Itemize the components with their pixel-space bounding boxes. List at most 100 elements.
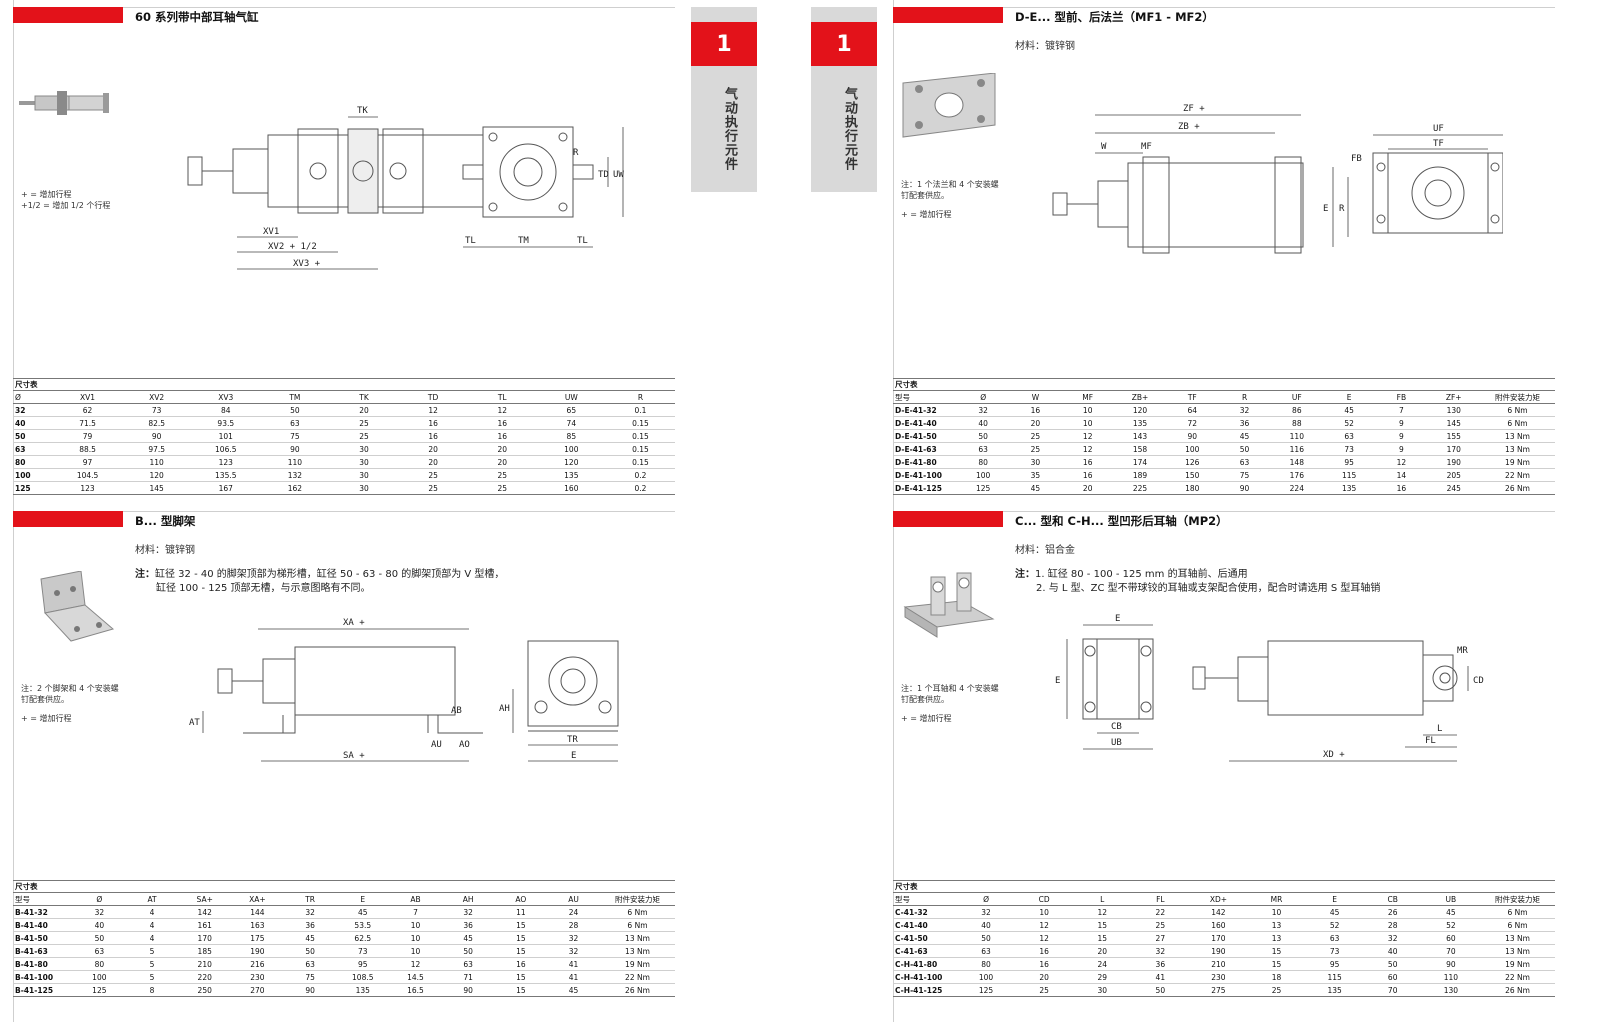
chapter-tab-right[interactable]: 1 气动执行元件 xyxy=(811,7,877,192)
table-cell: 0.2 xyxy=(605,468,675,482)
foot-mount-section: B... 型脚架 材料：镀锌钢 注：缸径 32 - 40 的脚架顶部为梯形槽，缸… xyxy=(13,511,675,1001)
table-cell: 110 xyxy=(1421,970,1480,984)
section-marker xyxy=(893,7,1003,23)
table-cell: 20 xyxy=(398,442,468,456)
table-cell: 108.5 xyxy=(336,970,390,984)
flange-photo xyxy=(902,73,996,138)
trunnion-cylinder-section: 60 系列带中部耳轴气缸 + = 增加行程 +1/2 = 增加 1/2 个行程 xyxy=(13,7,675,497)
table-cell: 63 xyxy=(1218,455,1271,469)
table-cell: 50 xyxy=(73,931,126,945)
table-cell: 0.15 xyxy=(605,455,675,469)
table-cell: 10 xyxy=(1247,905,1306,919)
side-note-2: + = 增加行程 xyxy=(901,210,952,219)
table-cell: 50 xyxy=(957,931,1016,945)
table-cell: 53.5 xyxy=(336,918,390,932)
label-cd: CD xyxy=(1473,676,1484,686)
section-marker xyxy=(13,7,123,23)
table-cell: 22 Nm xyxy=(1479,970,1555,984)
table-cell: 75 xyxy=(260,429,330,443)
table-cell: 142 xyxy=(178,905,232,919)
table-cell: D-E-41-125 xyxy=(893,481,957,495)
table-cell: 63 xyxy=(283,957,337,971)
table-cell: 5 xyxy=(125,970,179,984)
chapter-tab-left[interactable]: 1 气动执行元件 xyxy=(691,7,757,192)
table-cell: 25 xyxy=(467,481,537,495)
table-cell: 45 xyxy=(1421,905,1480,919)
table-cell: 25 xyxy=(1009,429,1062,443)
table-cell: 13 Nm xyxy=(1479,944,1555,958)
table-cell: 40 xyxy=(957,918,1016,932)
section-title: D-E... 型前、后法兰（MF1 - MF2） xyxy=(1015,10,1214,24)
table-cell: 230 xyxy=(231,970,284,984)
table-caption: 尺寸表 xyxy=(893,880,1555,893)
table-cell: 125 xyxy=(73,983,126,997)
table-cell: 62.5 xyxy=(336,931,390,945)
label-ao: AO xyxy=(459,740,470,750)
table-cell: C-41-50 xyxy=(893,931,957,945)
table-cell: 10 xyxy=(1061,416,1114,430)
table-cell: 15 xyxy=(494,970,548,984)
table-cell: 20 xyxy=(329,403,399,417)
table-cell: 110 xyxy=(1270,429,1323,443)
section-title: C... 型和 C-H... 型凹形后耳轴（MP2） xyxy=(1015,514,1228,528)
table-caption: 尺寸表 xyxy=(13,880,675,893)
table-cell: 20 xyxy=(467,455,537,469)
note-line-2: 2. 与 L 型、ZC 型不带球铰的耳轴或支架配合使用，配合时请选用 S 型耳轴… xyxy=(1036,583,1381,594)
table-cell: 6 Nm xyxy=(599,918,675,932)
table-cell: 32 xyxy=(957,905,1016,919)
label-xa: XA + xyxy=(343,618,365,628)
table-cell: B-41-125 xyxy=(13,983,73,997)
table-cell: 19 Nm xyxy=(1479,957,1555,971)
table-cell: 32 xyxy=(957,403,1010,417)
table-cell: 162 xyxy=(260,481,330,495)
table-cell: 16 xyxy=(1015,944,1074,958)
label-l: L xyxy=(1437,724,1442,734)
table-cell: 73 xyxy=(122,403,192,417)
table-cell: 45 xyxy=(1322,403,1376,417)
table-cell: 95 xyxy=(1322,455,1376,469)
table-cell: 15 xyxy=(494,931,548,945)
table-cell: 144 xyxy=(231,905,284,919)
table-cell: 16 xyxy=(1009,403,1062,417)
table-cell: 104.5 xyxy=(53,468,123,482)
table-cell: 25 xyxy=(329,429,399,443)
table-cell: 115 xyxy=(1322,468,1376,482)
table-cell: 80 xyxy=(73,957,126,971)
table-cell: 13 Nm xyxy=(599,931,675,945)
table-cell: D-E-41-50 xyxy=(893,429,957,443)
table-cell: 170 xyxy=(1427,442,1480,456)
table-cell: 25 xyxy=(1131,918,1190,932)
table-cell: 82.5 xyxy=(122,416,192,430)
chapter-label: 气动执行元件 xyxy=(722,87,737,171)
table-cell: 90 xyxy=(122,429,192,443)
table-cell: 16.5 xyxy=(389,983,442,997)
table-cell: 16 xyxy=(1015,957,1074,971)
table-cell: 155 xyxy=(1427,429,1480,443)
table-cell: 10 xyxy=(389,944,442,958)
table-cell: C-41-63 xyxy=(893,944,957,958)
label-zf: ZF + xyxy=(1183,104,1205,114)
table-caption: 尺寸表 xyxy=(893,378,1555,391)
table-cell: 210 xyxy=(1189,957,1248,971)
table-cell: 32 xyxy=(73,905,126,919)
table-cell: 12 xyxy=(1073,905,1132,919)
table-cell: 175 xyxy=(231,931,284,945)
table-cell: 16 xyxy=(467,416,537,430)
table-cell: 20 xyxy=(1073,944,1132,958)
table-cell: 22 Nm xyxy=(599,970,675,984)
table-cell: 29 xyxy=(1073,970,1132,984)
table-cell: 95 xyxy=(1305,957,1364,971)
table-cell: 32 xyxy=(1363,931,1422,945)
table-cell: 32 xyxy=(441,905,495,919)
table-cell: 90 xyxy=(260,442,330,456)
table-cell: 32 xyxy=(547,944,600,958)
